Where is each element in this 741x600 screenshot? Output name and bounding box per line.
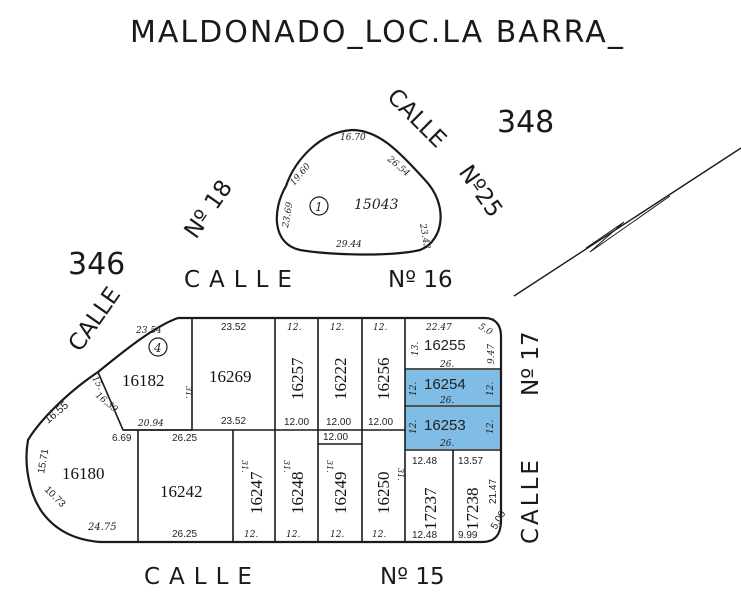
lot-16250-number: 16250 [374, 472, 393, 515]
dim-12-a: 12. [287, 323, 301, 333]
dim-23-54: 23.54 [135, 326, 162, 336]
circle-marker-4-label: 4 [153, 341, 162, 355]
lot-16180-number: 16180 [62, 464, 105, 483]
street-label-calle-18: CALLE [64, 283, 127, 357]
circle-marker-4 [148, 337, 168, 357]
diagonal-road-line [513, 147, 741, 297]
street-number-15: Nº 15 [380, 564, 445, 590]
lot-16253-number: 16253 [424, 417, 466, 434]
dim-26-25-top: 26.25 [172, 433, 197, 444]
dim-12-00-a: 12.00 [284, 417, 309, 428]
dim-12-e: 12. [486, 382, 496, 396]
dim-9-47: 9.47 [487, 344, 497, 364]
dim-15-71: 15.71 [36, 448, 51, 475]
dim-23-52-top: 23.52 [221, 322, 246, 333]
dim-10-73: 10.73 [42, 484, 68, 510]
lot-16182-number: 16182 [122, 371, 165, 390]
dim-12-d: 12. [409, 382, 419, 396]
lot-16222-number: 16222 [331, 358, 350, 401]
dim-13-57: 13.57 [458, 456, 483, 467]
dim-12-h: 12. [244, 530, 258, 540]
dim-24-75: 24.75 [87, 522, 117, 533]
dim-12-i: 12. [286, 530, 300, 540]
lot-15043-boundary [275, 128, 442, 256]
dim-13: 13. [411, 342, 421, 356]
lot-17237-number: 17237 [421, 487, 440, 530]
street-label-calle-16: CALLE [184, 267, 301, 293]
dim-31-a: 31. [184, 386, 193, 399]
street-number-18: Nº 18 [180, 176, 238, 244]
lot-16253-highlight [405, 407, 500, 449]
dim-23-52-bottom: 23.52 [221, 416, 246, 427]
dim-22-47: 22.47 [425, 323, 452, 333]
dim-5-0: 5.0 [477, 322, 495, 338]
lot-15043-number: 15043 [354, 197, 399, 213]
lot-16247-number: 16247 [247, 471, 266, 514]
dim-12-j: 12. [330, 530, 344, 540]
street-label-calle-17: CALLE [518, 457, 544, 544]
dim-31-e: 31. [396, 468, 405, 481]
street-number-17: Nº 17 [518, 331, 544, 396]
dim-12-f: 12. [409, 420, 419, 434]
dim-5-00: 5.00 [489, 509, 508, 532]
dim-26-c: 26. [439, 439, 454, 449]
dim-12-b: 12. [330, 323, 344, 333]
dim-31-b: 31. [240, 460, 249, 473]
dim-12-48-bottom: 12.48 [412, 530, 437, 541]
dim-9-99: 9.99 [458, 530, 478, 541]
dim-26-25-bottom: 26.25 [172, 529, 197, 540]
dim-21-47: 21.47 [488, 479, 499, 504]
block-outline [25, 316, 503, 544]
lot-16255-number: 16255 [424, 337, 466, 354]
dim-6-69: 6.69 [112, 433, 132, 444]
lot-boundaries [97, 318, 501, 542]
dim-12-00-b: 12.00 [326, 417, 351, 428]
lot-16256-number: 16256 [374, 358, 393, 401]
dim-31-c: 31. [282, 460, 291, 473]
lot-16242-number: 16242 [160, 482, 203, 501]
circle-marker-1 [309, 196, 329, 216]
lot-17238-number: 17238 [463, 488, 482, 531]
lot-16254-number: 16254 [424, 376, 466, 393]
lot-16254-highlight [405, 370, 500, 405]
dim-16-55: 16.55 [42, 399, 71, 426]
dim-20-94: 20.94 [137, 419, 164, 429]
dim-26-a: 26. [439, 360, 454, 370]
circle-marker-1-label: 1 [315, 200, 323, 214]
manzana-number-346: 346 [68, 247, 125, 282]
lot-16248-number: 16248 [288, 472, 307, 515]
dim-26-b: 26. [439, 396, 454, 406]
dim-19-60: 19.60 [289, 162, 313, 188]
dim-12-00-d: 12.00 [323, 432, 348, 443]
dim-26-54: 26.54 [384, 154, 411, 179]
lot-16249-number: 16249 [331, 472, 350, 515]
dim-12-g: 12. [486, 420, 496, 434]
street-label-calle-25: CALLE [382, 84, 451, 153]
dim-16-70: 16.70 [340, 133, 366, 143]
manzana-number-348: 348 [497, 105, 554, 140]
dim-31-d: 31. [325, 460, 334, 473]
map-title: MALDONADO_LOC.LA BARRA_ [130, 15, 625, 50]
street-label-calle-15: CALLE [144, 564, 261, 590]
dim-29-44: 29.44 [335, 240, 362, 250]
dim-12-48-top: 12.48 [412, 456, 437, 467]
dim-16-39: 16.39 [93, 391, 119, 415]
dim-12-k: 12. [372, 530, 386, 540]
dim-23-43: 23.43 [417, 222, 432, 250]
street-number-25: Nº25 [453, 161, 507, 223]
lot-16269-number: 16269 [209, 367, 252, 386]
street-number-16: Nº 16 [388, 267, 453, 293]
dim-12-00-c: 12.00 [368, 417, 393, 428]
dim-15: 15. [89, 375, 105, 393]
lot-16257-number: 16257 [288, 357, 307, 400]
dim-12-c: 12. [373, 323, 387, 333]
dim-23-69: 23.69 [281, 201, 296, 229]
